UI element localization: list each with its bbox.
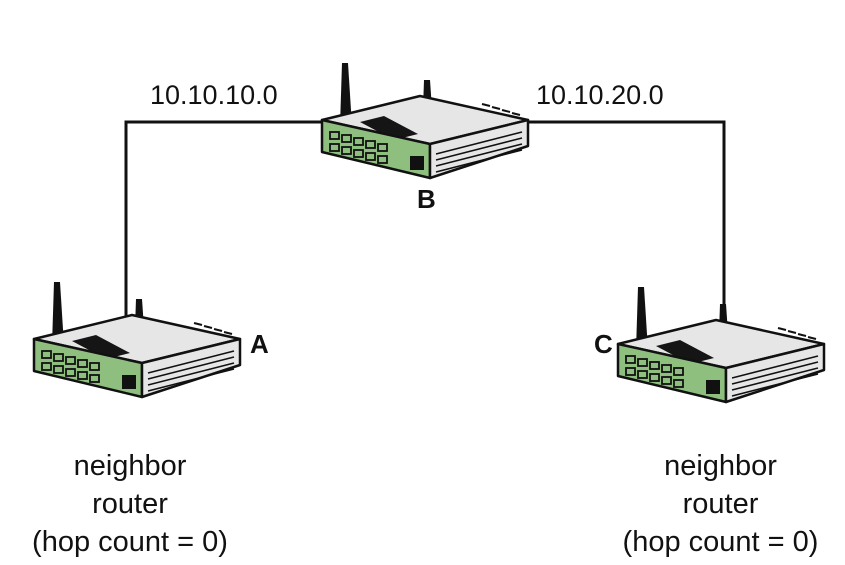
network-label-right: 10.10.20.0 [536, 80, 664, 110]
router-a-caption-line1: neighbor [73, 450, 187, 482]
router-a-caption-line2: router [92, 488, 168, 520]
link-10-10-10-0 [124, 120, 330, 336]
router-b-label: B [417, 184, 436, 214]
router-a-caption-line3: (hop count = 0) [32, 526, 228, 558]
router-c-caption-line1: neighbor [664, 450, 777, 482]
router-c-caption-line3: (hop count = 0) [622, 526, 819, 558]
router-c-label: C [594, 329, 613, 359]
router-a-icon [32, 280, 242, 399]
router-b-icon [320, 61, 530, 180]
router-c-caption: neighbor router (hop count = 0) [598, 447, 843, 561]
router-a-caption: neighbor router (hop count = 0) [5, 447, 255, 561]
link-10-10-20-0 [528, 120, 726, 330]
network-label-left: 10.10.10.0 [150, 80, 278, 110]
router-a-label: A [250, 329, 269, 359]
router-c-caption-line2: router [682, 488, 759, 520]
router-c-icon [616, 285, 826, 404]
